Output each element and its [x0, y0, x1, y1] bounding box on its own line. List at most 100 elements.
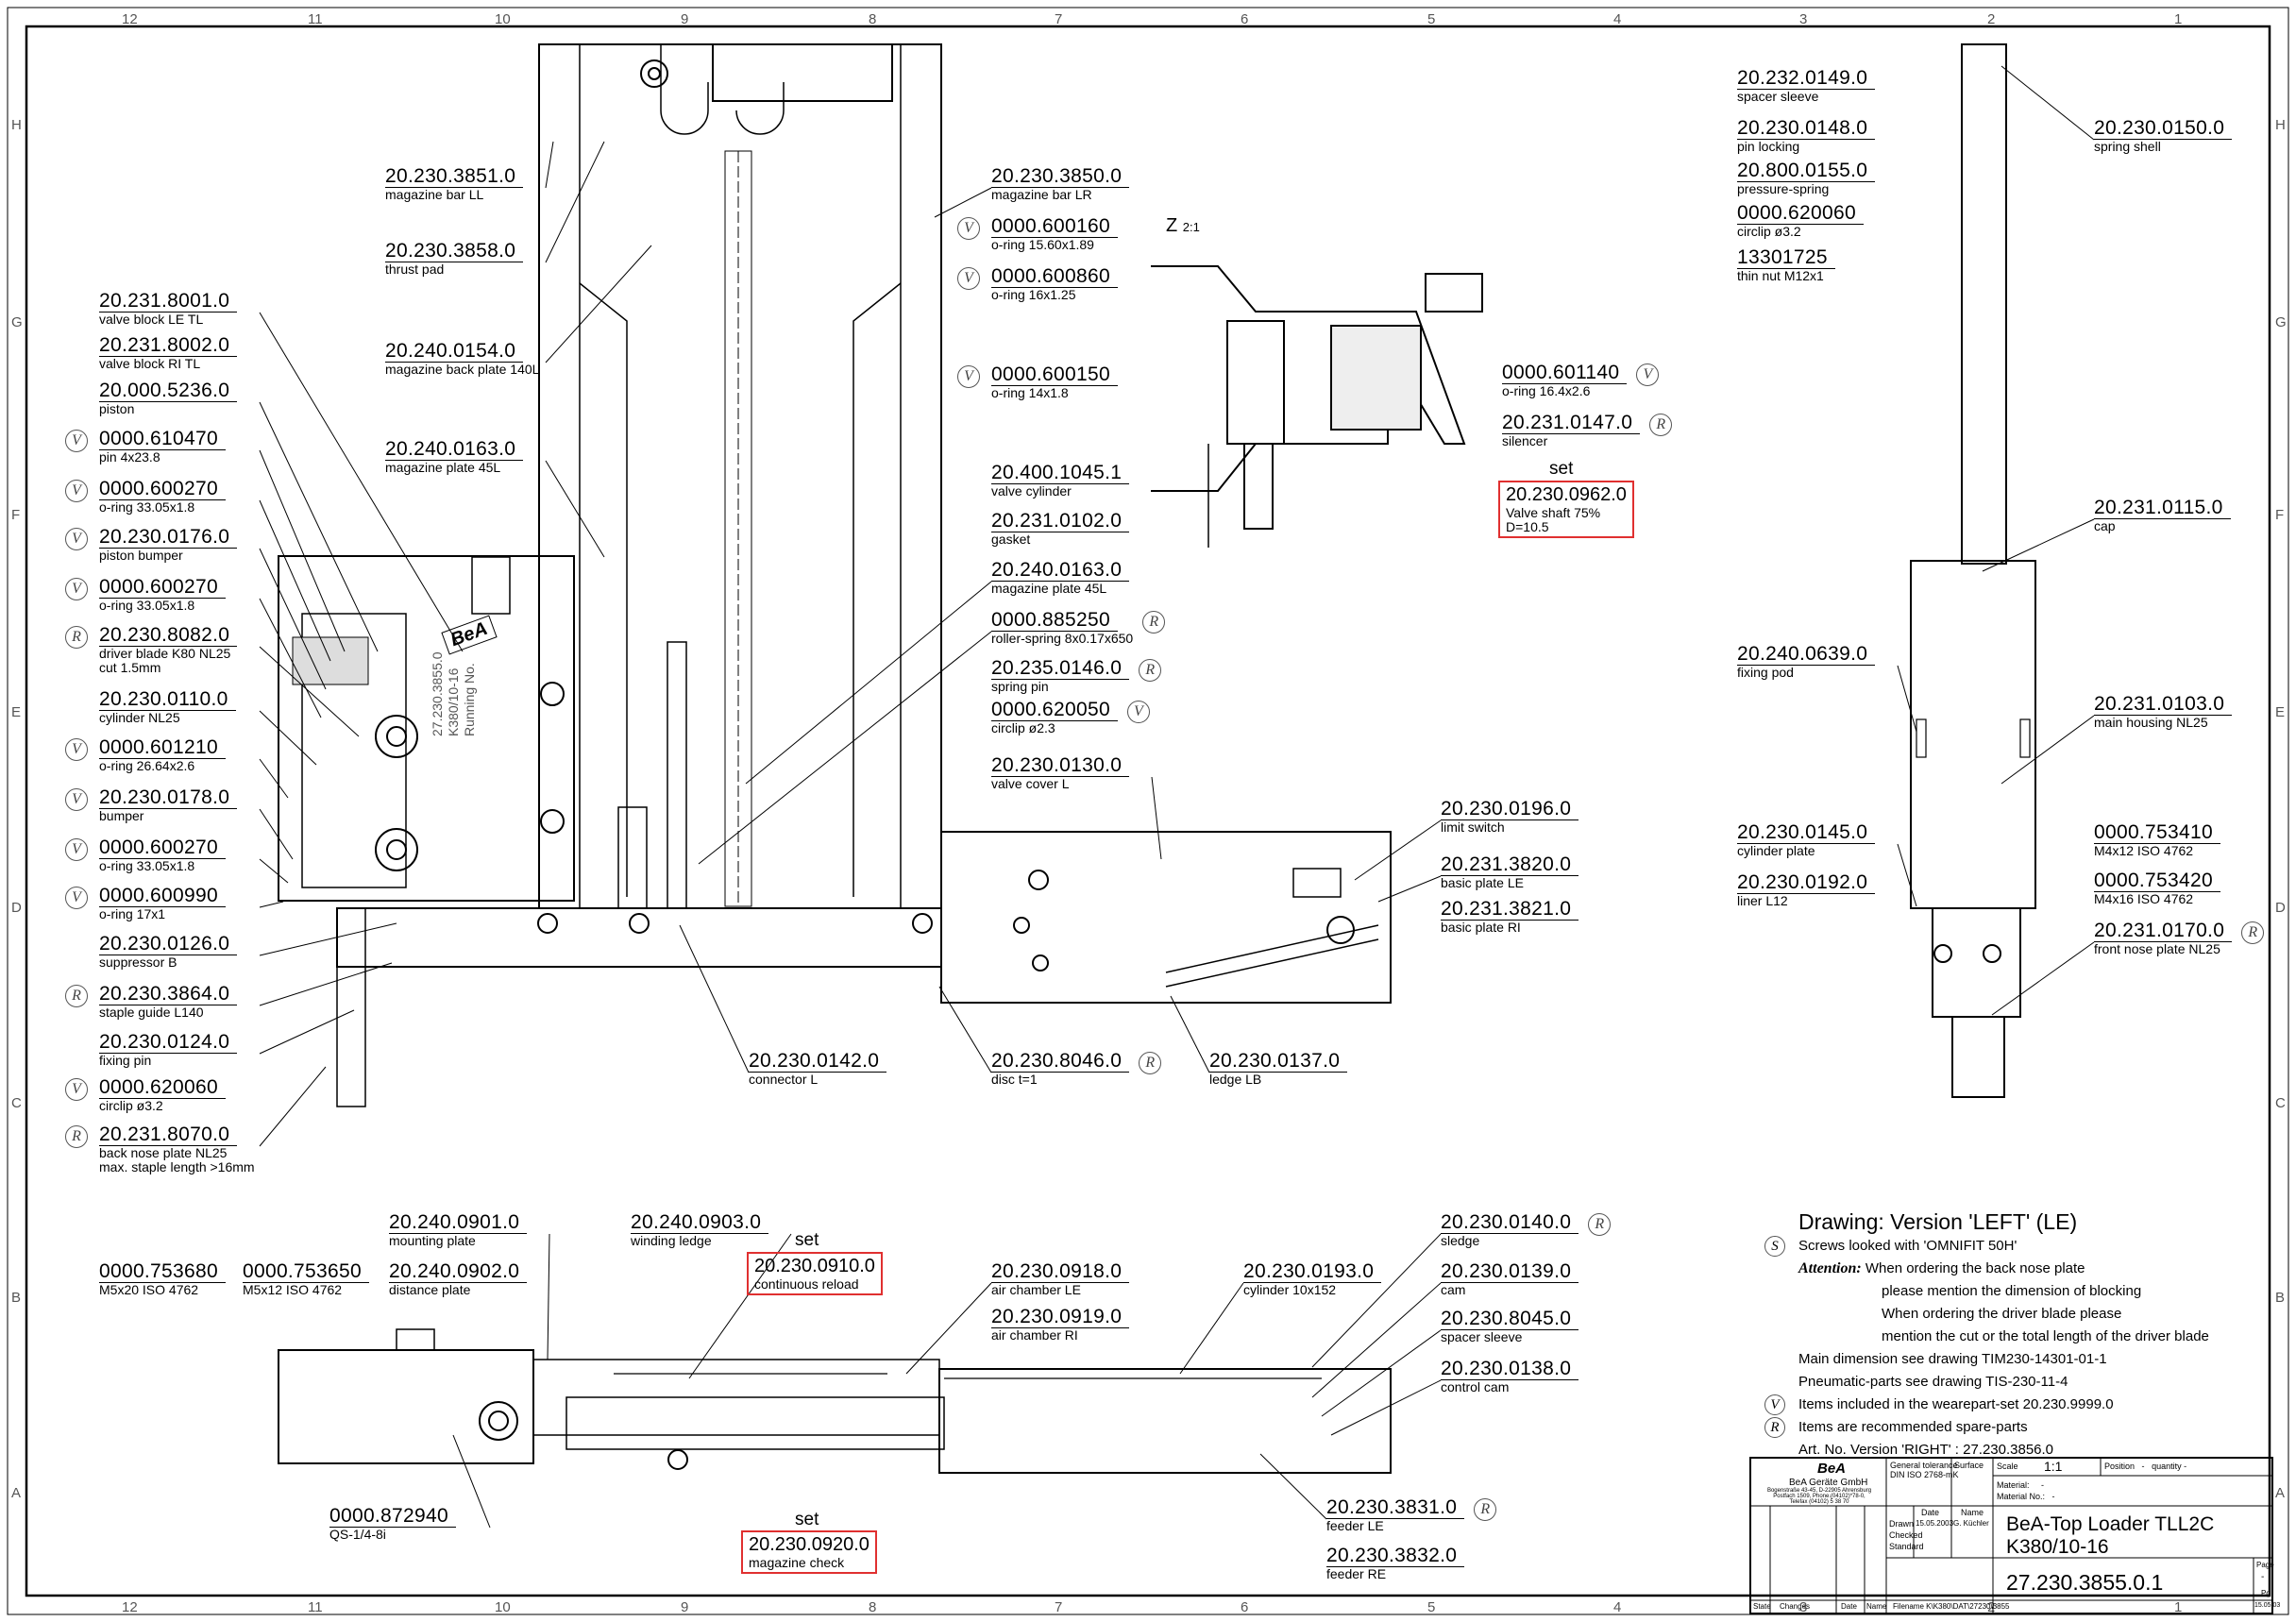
grid-column-label: 1 — [2174, 11, 2183, 27]
part-number: 20.240.0154.0 — [385, 340, 524, 363]
v-marker-icon: V — [1126, 701, 1150, 723]
part-description: magazine bar LL — [385, 187, 484, 202]
part-number: 0000.620060 — [1737, 202, 1864, 225]
part-number: 20.230.3832.0 — [1326, 1545, 1465, 1567]
part-description: pressure-spring — [1737, 181, 1830, 196]
part-description: o-ring 33.05x1.8 — [99, 598, 195, 613]
material-no-field: Material No.: - — [1997, 1492, 2055, 1501]
part-number: 0000.601210 — [99, 736, 226, 759]
part-description: valve cover L — [991, 776, 1070, 791]
set-part-number: 20.230.0962.0 — [1506, 484, 1627, 505]
grid-column-label: 4 — [1613, 11, 1622, 27]
leader-line — [1354, 819, 1442, 881]
part-number: 0000.753410 — [2094, 821, 2220, 844]
part-description: piston bumper — [99, 548, 183, 563]
leader-line — [545, 141, 554, 189]
part-number: 20.231.3820.0 — [1441, 853, 1579, 876]
part-description: cylinder plate — [1737, 843, 1815, 858]
set-part-number: 20.230.0920.0 — [749, 1534, 869, 1555]
leader-line — [1311, 1282, 1442, 1398]
part-description: o-ring 17x1 — [99, 906, 166, 921]
part-description: air chamber RI — [991, 1327, 1078, 1343]
part-description: roller-spring 8x0.17x650 — [991, 631, 1134, 646]
r-marker-icon: R — [1588, 1213, 1612, 1236]
grid-column-label: 9 — [681, 11, 689, 27]
leader-line — [259, 922, 397, 956]
grid-column-label: 9 — [681, 1599, 689, 1615]
part-number: 20.231.8002.0 — [99, 334, 238, 357]
part-number: 20.232.0149.0 — [1737, 67, 1876, 90]
r-marker-icon: R — [1142, 611, 1166, 634]
note-pneumatic: Pneumatic-parts see drawing TIS-230-11-4 — [1798, 1374, 2068, 1390]
part-description: magazine plate 45L — [385, 460, 501, 475]
part-number: 20.230.0130.0 — [991, 754, 1130, 777]
leader-line — [1897, 665, 1917, 733]
part-number: 20.230.0124.0 — [99, 1031, 238, 1054]
r-marker-icon: R — [2241, 921, 2265, 944]
part-number: 20.230.0140.0 — [1441, 1211, 1579, 1234]
leader-line — [1170, 995, 1210, 1073]
v-marker-icon: V — [1636, 363, 1660, 386]
grid-column-label: 3 — [1799, 1599, 1808, 1615]
part-number: 20.231.0170.0 — [2094, 920, 2233, 942]
part-description: valve block LE TL — [99, 312, 204, 327]
note-attention-line: mention the cut or the total length of t… — [1882, 1328, 2209, 1344]
scale-label: Scale — [1997, 1461, 2018, 1471]
part-number: 20.230.3831.0 — [1326, 1496, 1465, 1519]
part-number: 20.230.0145.0 — [1737, 821, 1876, 844]
notes-title: Drawing: Version 'LEFT' (LE) — [1798, 1209, 2078, 1234]
note-attention: Attention: When ordering the back nose p… — [1798, 1260, 2085, 1276]
part-number: 20.230.0142.0 — [749, 1050, 887, 1073]
leader-line — [545, 141, 605, 263]
part-description: main housing NL25 — [2094, 715, 2208, 730]
part-description: control cam — [1441, 1379, 1510, 1394]
part-number: 20.230.0919.0 — [991, 1306, 1130, 1328]
grid-column-label: 7 — [1055, 1599, 1063, 1615]
r-marker-icon: R — [65, 626, 88, 649]
leader-line — [259, 548, 327, 690]
part-description: valve cylinder — [991, 483, 1072, 498]
s-marker-icon: S — [1764, 1236, 1785, 1257]
leader-line — [938, 986, 992, 1073]
v-marker-icon: V — [957, 217, 980, 240]
leader-line — [259, 710, 317, 766]
part-number: 0000.620050 — [991, 699, 1118, 721]
r-marker-icon: R — [1474, 1498, 1497, 1521]
v-marker-icon: V — [65, 738, 88, 761]
set-part-description: continuous reload — [754, 1276, 859, 1292]
leader-lines — [259, 65, 2095, 1529]
part-description: spring pin — [991, 679, 1049, 694]
grid-column-label: 7 — [1055, 11, 1063, 27]
grid-row-label: H — [2275, 117, 2286, 133]
part-description: o-ring 14x1.8 — [991, 385, 1069, 400]
grid-row-label: F — [11, 507, 21, 523]
leader-line — [1179, 1282, 1244, 1375]
leader-line — [259, 962, 393, 1006]
part-number: 0000.610470 — [99, 428, 226, 450]
part-description: gasket — [991, 532, 1031, 547]
grid-row-label: D — [2275, 900, 2286, 916]
leader-line — [905, 1282, 992, 1375]
grid-column-label: 10 — [495, 11, 511, 27]
leader-line — [1897, 843, 1917, 907]
part-number: 20.231.8070.0 — [99, 1124, 238, 1146]
part-number: 20.230.3850.0 — [991, 165, 1130, 188]
part-description: thrust pad — [385, 262, 445, 277]
